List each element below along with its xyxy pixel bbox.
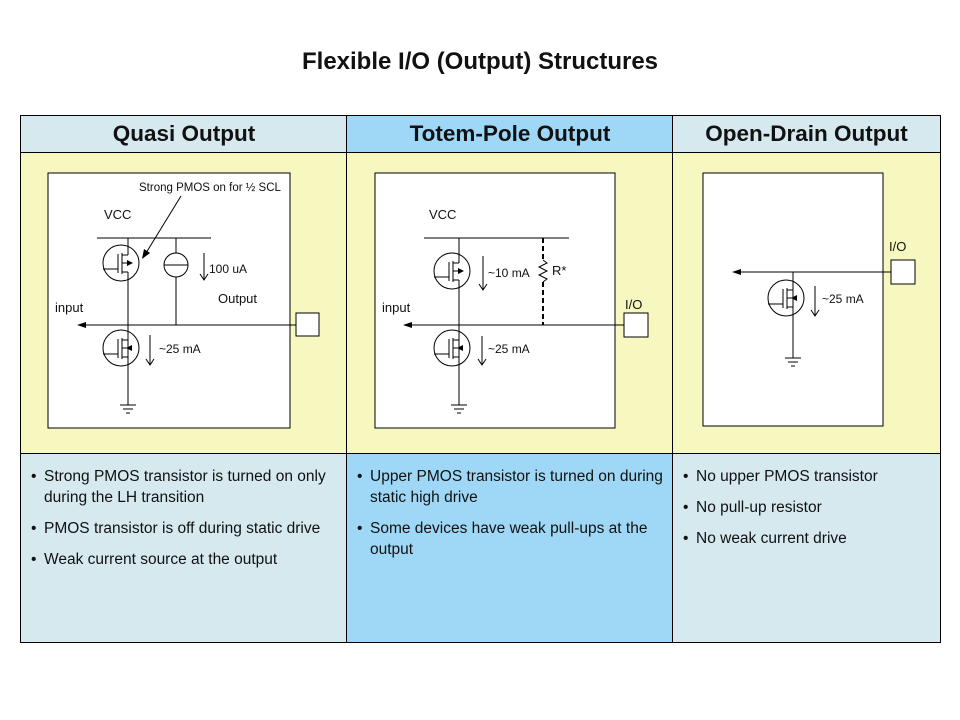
io-label: I/O — [889, 239, 906, 254]
down-arrow-icon — [477, 336, 487, 366]
totem-pole-circuit: VCC ~10 — [374, 172, 649, 429]
io-pad[interactable] — [623, 312, 649, 338]
bullet-item: Some devices have weak pull-ups at the o… — [357, 518, 663, 560]
column-open-drain-output: Open-Drain Output I/O — [672, 115, 941, 643]
nmos-transistor-icon — [102, 325, 140, 367]
pmos-transistor-icon — [102, 244, 140, 283]
vcc-label: VCC — [429, 207, 456, 222]
bullet-item: No upper PMOS transistor — [683, 466, 930, 487]
quasi-output-circuit: Strong PMOS on for ½ SCL VCC — [47, 172, 320, 429]
bullets-quasi-output: Strong PMOS transistor is turned on only… — [20, 453, 348, 643]
column-totem-pole-output: Totem-Pole Output VCC — [346, 115, 674, 643]
input-arrow-icon — [732, 269, 741, 275]
down-arrow-icon — [199, 253, 209, 281]
lower-current-label: ~25 mA — [488, 342, 530, 356]
chip-boundary — [374, 172, 616, 429]
ground-icon — [120, 404, 136, 414]
input-label: input — [382, 300, 411, 315]
annotation-arrow — [145, 195, 182, 254]
output-label: Output — [218, 291, 257, 306]
down-arrow-icon — [810, 286, 820, 317]
header-quasi-output: Quasi Output — [20, 115, 348, 153]
bullets-open-drain-output: No upper PMOS transistor No pull-up resi… — [672, 453, 941, 643]
bullets-totem-pole-output: Upper PMOS transistor is turned on durin… — [346, 453, 674, 643]
pullup-resistor-icon — [537, 238, 549, 325]
vcc-label: VCC — [104, 207, 131, 222]
nmos-transistor-icon — [767, 279, 805, 317]
down-arrow-icon — [145, 335, 155, 366]
bullet-item: Strong PMOS transistor is turned on only… — [31, 466, 337, 508]
open-drain-circuit: I/O — [702, 172, 916, 427]
diagram-panel-quasi: Strong PMOS on for ½ SCL VCC — [20, 153, 348, 453]
nmos-transistor-icon — [433, 329, 471, 367]
input-arrow-icon — [77, 322, 86, 328]
input-label: input — [55, 300, 84, 315]
current-source-label: 100 uA — [209, 262, 247, 276]
pmos-transistor-icon — [433, 252, 471, 290]
diagram-panel-totem-pole: VCC ~10 — [346, 153, 674, 453]
slide-title: Flexible I/O (Output) Structures — [301, 48, 659, 75]
bullet-item: No weak current drive — [683, 528, 930, 549]
annotation-strong-pmos: Strong PMOS on for ½ SCL — [139, 182, 282, 194]
diagram-panel-open-drain: I/O — [672, 153, 941, 453]
header-totem-pole-output: Totem-Pole Output — [346, 115, 674, 153]
bullet-item: PMOS transistor is off during static dri… — [31, 518, 337, 539]
io-label: I/O — [625, 297, 642, 312]
input-arrow-icon — [403, 322, 412, 328]
comparison-table: Quasi Output Strong PMOS on for ½ SCL VC… — [20, 115, 941, 643]
io-pad[interactable] — [890, 259, 916, 285]
ground-icon — [785, 357, 801, 367]
output-pad[interactable] — [295, 312, 320, 337]
lower-current-label: ~25 mA — [159, 342, 201, 356]
ground-icon — [451, 404, 467, 414]
bullet-item: No pull-up resistor — [683, 497, 930, 518]
resistor-label: R* — [552, 263, 566, 278]
column-quasi-output: Quasi Output Strong PMOS on for ½ SCL VC… — [20, 115, 348, 643]
upper-current-label: ~10 mA — [488, 266, 530, 280]
header-open-drain-output: Open-Drain Output — [672, 115, 941, 153]
lower-current-label: ~25 mA — [822, 292, 864, 306]
bullet-item: Weak current source at the output — [31, 549, 337, 570]
down-arrow-icon — [478, 256, 488, 291]
bullet-item: Upper PMOS transistor is turned on durin… — [357, 466, 663, 508]
annotation-arrowhead — [142, 249, 150, 259]
